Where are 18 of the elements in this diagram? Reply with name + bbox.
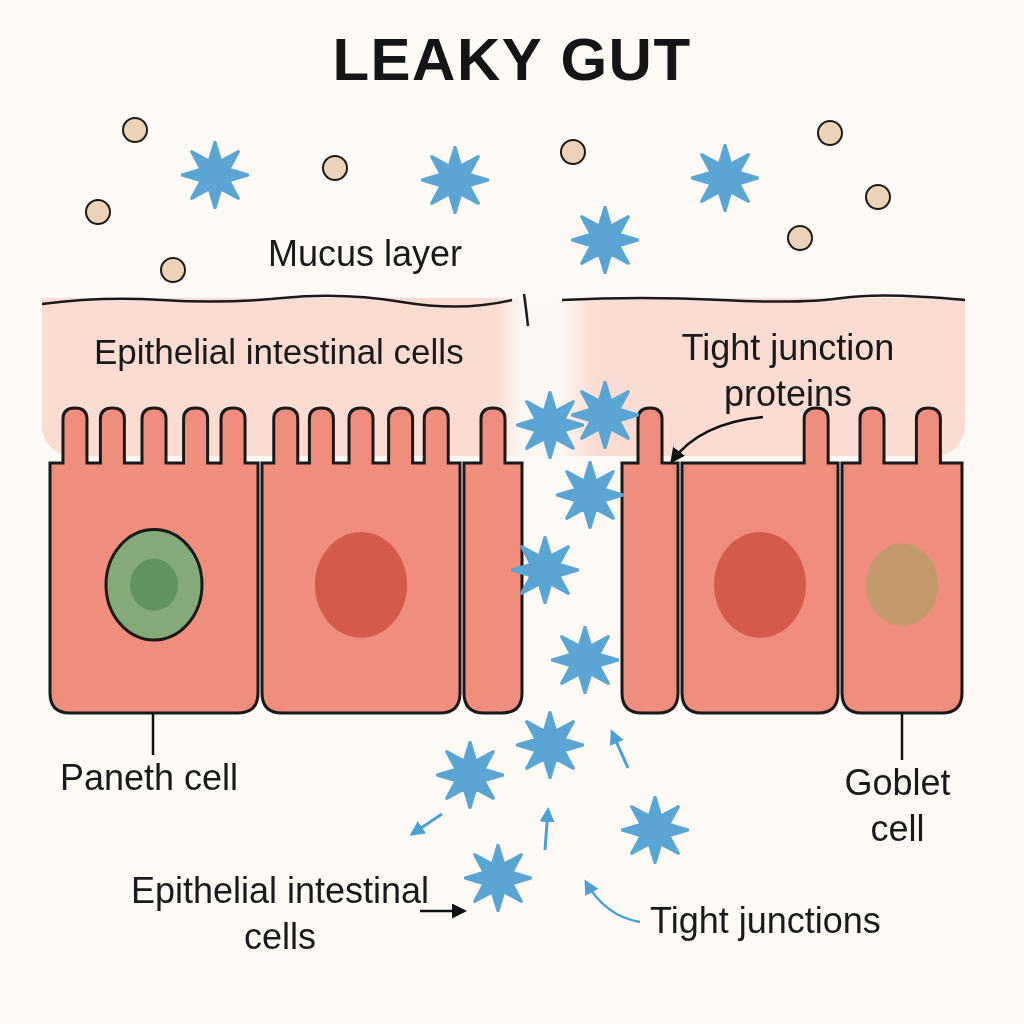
leader-line [151,713,155,755]
epithelial-cell [260,405,462,715]
arrow [420,903,467,919]
band-label: Epithelial intestinal cells [94,334,464,369]
callout-label: Paneth cell [60,755,290,801]
paneth-cell [48,405,260,715]
epithelial-cell [620,405,680,715]
callout-label: Tight junctions [650,898,960,944]
callout-label: Epithelial intestinal cells [130,868,430,960]
leader-line [900,713,904,760]
epithelial-cell [462,405,524,715]
arrow [584,879,641,924]
layer-label: Mucus layer [268,236,463,272]
arrow [670,415,764,464]
title: LEAKY GUT [332,30,692,90]
callout-label: Goblet cell [815,760,980,852]
microbe-icon [464,844,532,912]
callout-label: Tight junction proteins [628,325,948,417]
